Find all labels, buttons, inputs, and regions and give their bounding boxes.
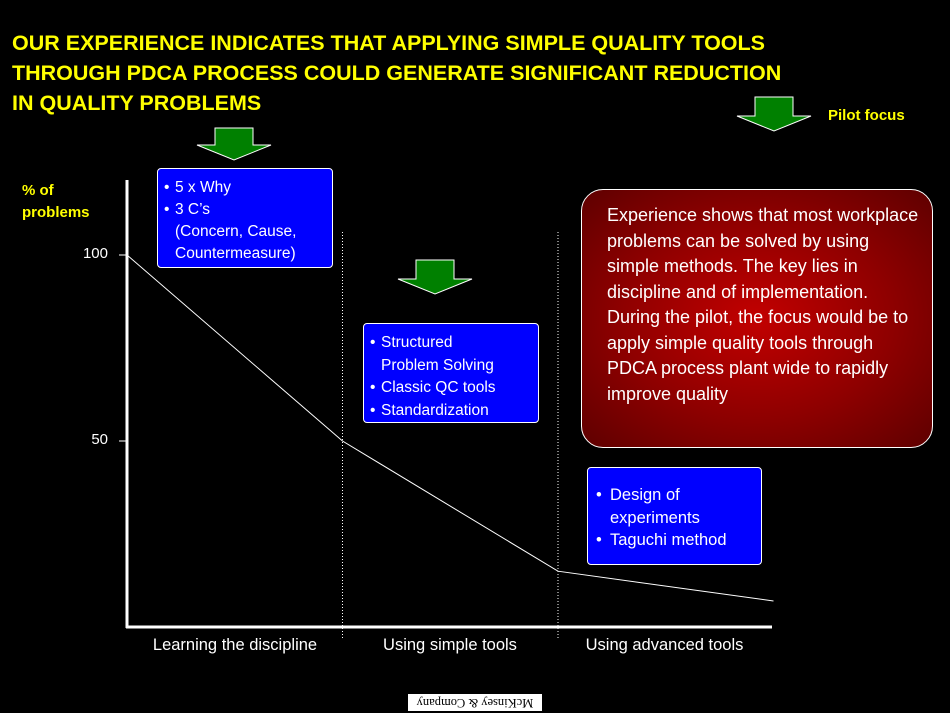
page-title: OUR EXPERIENCE INDICATES THAT APPLYING S… <box>12 31 782 115</box>
problems-curve <box>126 254 774 602</box>
y-tick-label: 100 <box>82 245 108 262</box>
tool-item: 5 x Why <box>164 177 332 199</box>
tool-item: Structured Problem Solving <box>370 332 538 377</box>
simple-tools-box: Structured Problem Solving Classic QC to… <box>363 323 539 423</box>
learning-tools-box: 5 x Why 3 C’s (Concern, Cause, Counterme… <box>157 168 333 268</box>
pilot-focus-label: Pilot focus <box>828 107 905 124</box>
down-arrow-icon <box>397 259 473 295</box>
tool-item: Standardization <box>370 400 538 423</box>
category-advanced-tools: Using advanced tools <box>585 636 744 654</box>
tool-item: Design of experiments <box>596 484 761 529</box>
down-arrow-icon <box>196 127 272 161</box>
category-learning-discipline: Learning the discipline <box>152 636 318 654</box>
y-tick-label: 50 <box>91 431 108 448</box>
experience-callout: Experience shows that most workplace pro… <box>581 189 933 448</box>
advanced-tools-box: Design of experiments Taguchi method <box>587 467 762 565</box>
mckinsey-footer-logo: McKinsey & Company <box>408 694 542 711</box>
tool-item: Taguchi method <box>596 529 761 552</box>
category-simple-tools: Using simple tools <box>383 636 517 654</box>
tool-item: Classic QC tools <box>370 377 538 400</box>
y-axis-label: % of problems <box>22 182 90 221</box>
tool-item: 3 C’s (Concern, Cause, Countermeasure) <box>164 199 332 265</box>
down-arrow-icon <box>736 96 812 132</box>
